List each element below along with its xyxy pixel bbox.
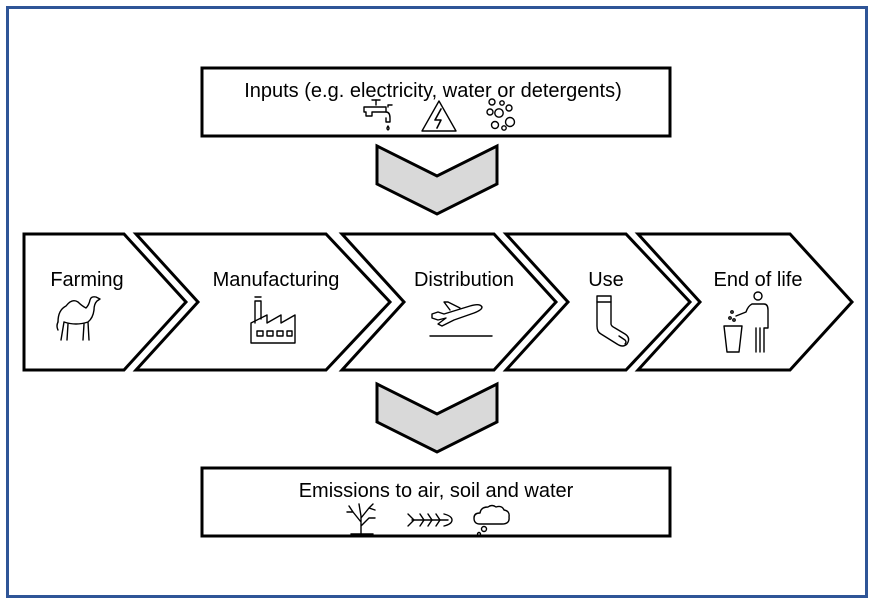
stage-label: Distribution — [414, 269, 514, 291]
stage-label: Manufacturing — [213, 269, 340, 291]
stage-manufacturing: Manufacturing — [132, 232, 393, 372]
inputs-label: Inputs (e.g. electricity, water or deter… — [244, 80, 622, 102]
stage-label: Farming — [50, 269, 123, 291]
trash-disposal-icon — [723, 291, 769, 353]
inputs-box: Inputs (e.g. electricity, water or deter… — [200, 66, 672, 138]
sock-icon — [596, 295, 630, 347]
emissions-down-arrow — [375, 381, 499, 454]
water-tap-icon — [363, 99, 393, 131]
stage-end-of-life: End of life — [634, 232, 855, 372]
factory-icon — [250, 296, 296, 344]
detergent-bubbles-icon — [486, 98, 516, 131]
fish-skeleton-icon — [407, 513, 453, 527]
camel-icon — [56, 296, 101, 341]
emissions-label: Emissions to air, soil and water — [299, 480, 574, 502]
electricity-hazard-icon — [421, 100, 457, 132]
stage-label: Use — [588, 269, 624, 291]
stage-distribution: Distribution — [338, 232, 559, 372]
stage-use: Use — [502, 232, 693, 372]
dead-tree-icon — [346, 503, 376, 535]
emissions-box: Emissions to air, soil and water — [200, 466, 672, 538]
cloud-icon — [473, 504, 510, 537]
stage-label: End of life — [714, 269, 803, 291]
airplane-icon — [429, 301, 493, 337]
inputs-down-arrow — [375, 143, 499, 216]
stage-farming: Farming — [22, 232, 189, 372]
